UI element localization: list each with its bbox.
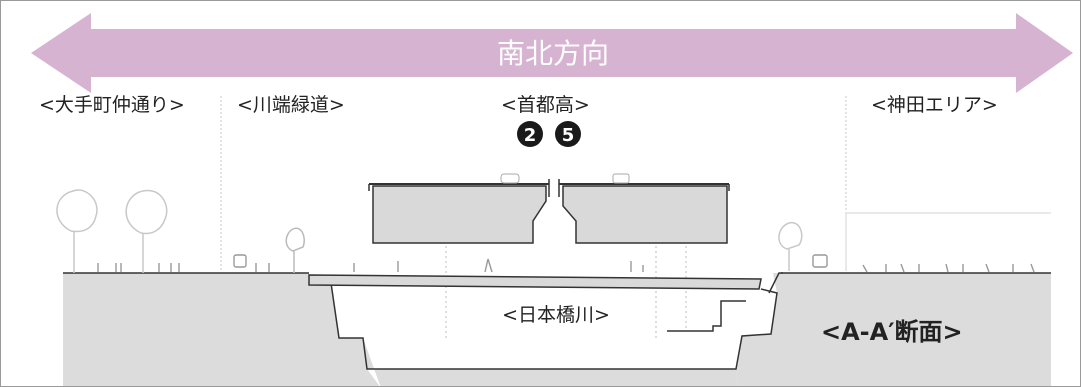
vehicle-icon (612, 173, 630, 184)
river-label: <日本橋川> (502, 304, 610, 326)
tree-icon (778, 222, 803, 271)
route-badge (517, 121, 543, 147)
tree-icon (125, 189, 168, 273)
route-badge-number: 2 (524, 125, 537, 146)
tree-icon (56, 189, 98, 273)
direction-label: 南北方向 (497, 37, 609, 70)
ground-section (63, 273, 1051, 386)
bridge-deck (308, 274, 762, 290)
section-label: <A-A′断面> (821, 318, 963, 346)
tree-icon (285, 227, 305, 273)
river-bed (363, 336, 742, 386)
building-outline (845, 212, 1051, 271)
route-badge (555, 121, 581, 147)
river-channel-outline (330, 282, 778, 370)
ground-line (768, 272, 783, 294)
river-wall-detail (667, 300, 746, 332)
direction-arrow (31, 13, 1073, 93)
zone-label-kanda: <神田エリア> (871, 94, 998, 116)
pedestrian-icons (97, 254, 1035, 273)
route-badge-number: 5 (562, 125, 575, 146)
expressway-girders (368, 179, 730, 244)
zone-label-kawabata: <川端緑道> (237, 94, 345, 116)
zone-label-otemachi: <大手町仲通り> (39, 94, 185, 116)
zone-label-shutoko: <首都高> (501, 94, 590, 116)
vehicle-icon (500, 173, 520, 184)
